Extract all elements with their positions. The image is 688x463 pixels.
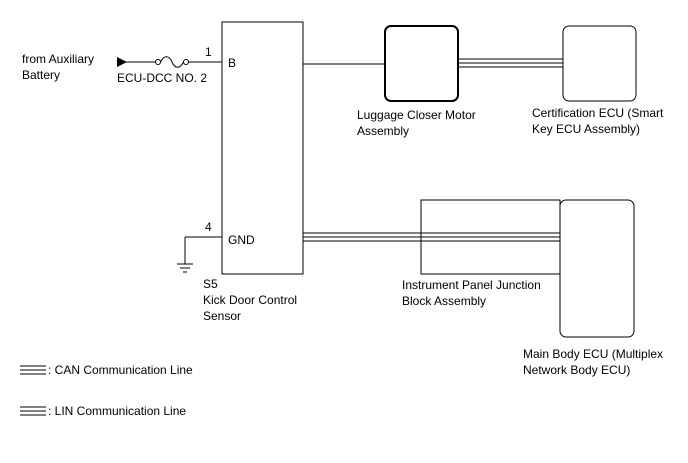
sensor-connector-code: S5: [203, 277, 218, 291]
lin-line-motor-to-cert-ecu: [458, 58, 563, 68]
junction-name-line1: Instrument Panel Junction: [402, 278, 541, 292]
junction-name-line2: Block Assembly: [402, 294, 486, 308]
main-body-ecu-name-line1: Main Body ECU (Multiplex: [523, 347, 663, 361]
luggage-closer-motor-box: [384, 25, 459, 102]
legend-lin-label: : LIN Communication Line: [48, 404, 186, 418]
source-arrow-icon: [117, 57, 158, 67]
certification-ecu-box: [562, 25, 637, 102]
legend-can-label: : CAN Communication Line: [48, 363, 193, 377]
cert-ecu-name-line2: Key ECU Assembly): [532, 122, 640, 136]
sensor-name-line2: Sensor: [203, 309, 241, 323]
legend-lin-line-icon: [20, 406, 46, 416]
pin-b-name: B: [228, 56, 236, 70]
pin-gnd-number: 4: [205, 220, 212, 234]
luggage-motor-name-line1: Luggage Closer Motor: [357, 108, 476, 122]
source-label-line2: Battery: [22, 68, 60, 82]
pin-b-number: 1: [205, 45, 212, 59]
sensor-name-line1: Kick Door Control: [203, 293, 297, 307]
kick-door-sensor-box: [221, 21, 304, 275]
ground-icon: [177, 236, 222, 273]
source-label-line1: from Auxiliary: [22, 52, 94, 66]
legend-can-line-icon: [20, 365, 46, 375]
main-body-ecu-name-line2: Network Body ECU): [523, 363, 630, 377]
cert-ecu-name-line1: Certification ECU (Smart: [532, 106, 664, 120]
main-body-ecu-box: [559, 199, 635, 338]
fuse-label: ECU-DCC NO. 2: [117, 71, 207, 85]
can-line-sensor-to-junction: [303, 232, 560, 242]
luggage-motor-name-line2: Assembly: [357, 124, 409, 138]
fuse-icon: [155, 56, 189, 68]
pin-gnd-name: GND: [228, 233, 255, 247]
